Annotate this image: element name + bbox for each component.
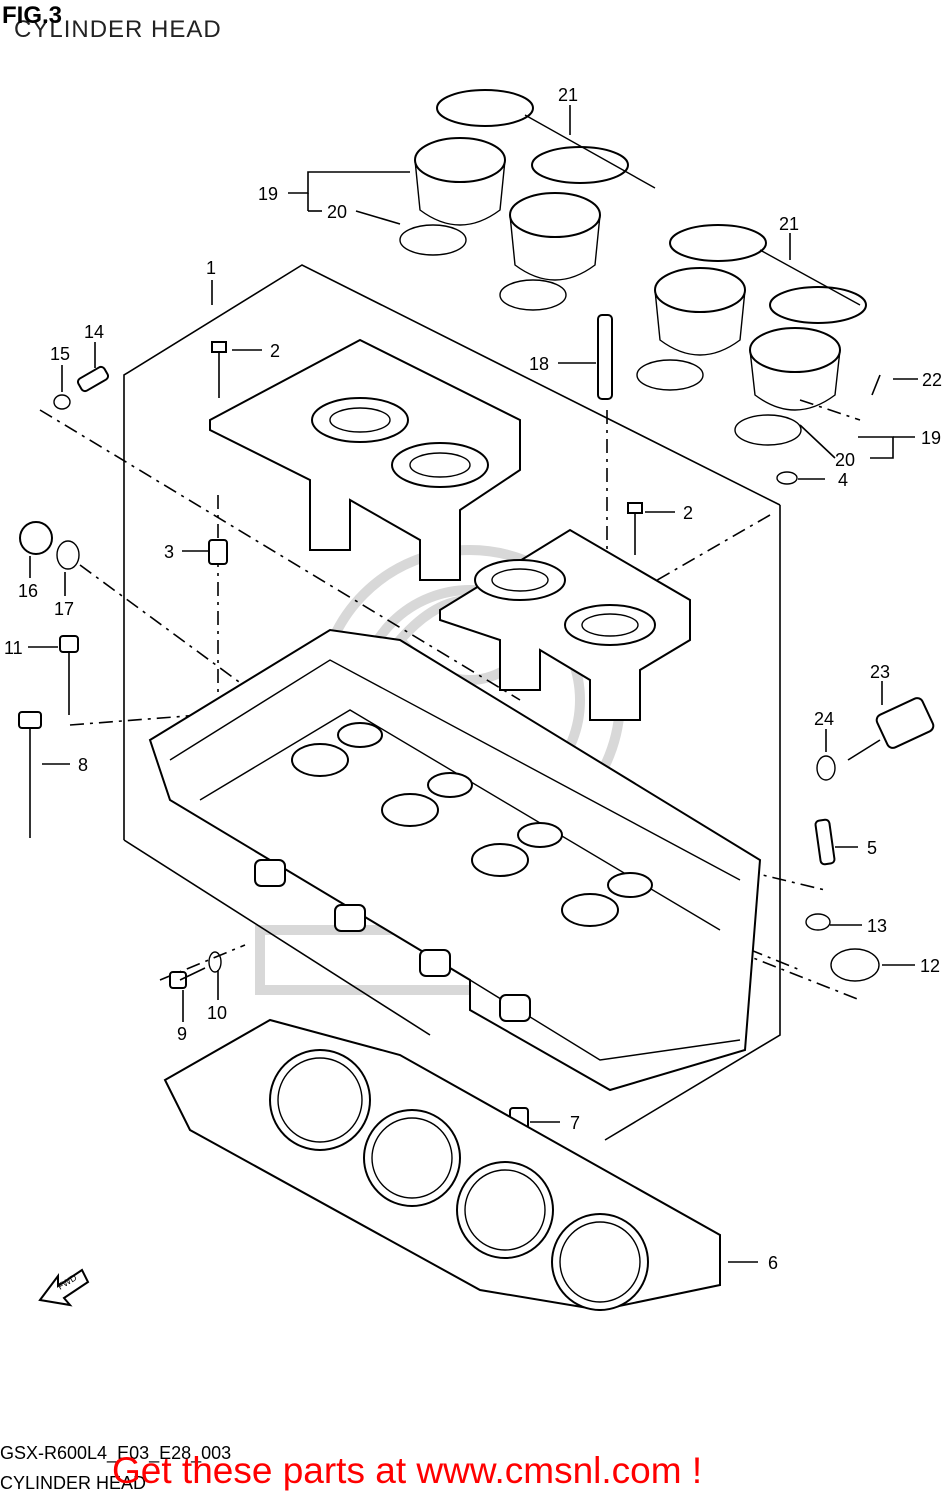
callout-8: 8 xyxy=(78,755,88,775)
exhaust-ports xyxy=(254,859,531,1022)
callout-7: 7 xyxy=(570,1113,580,1133)
callout-17: 17 xyxy=(54,599,74,619)
callout-24: 24 xyxy=(814,709,834,729)
callout-2b: 2 xyxy=(683,503,693,523)
diagram-code: GSX-R600L4_E03_E28_003 xyxy=(0,1443,232,1463)
callout-12: 12 xyxy=(920,956,940,976)
callout-6: 6 xyxy=(768,1253,778,1273)
callout-18: 18 xyxy=(529,354,549,374)
head-gasket xyxy=(163,1018,721,1312)
callout-19b: 19 xyxy=(921,428,941,448)
callout-1: 1 xyxy=(206,258,216,278)
callout-10: 10 xyxy=(207,1003,227,1023)
intake-holder-right xyxy=(439,528,691,721)
callout-13: 13 xyxy=(867,916,887,936)
small-parts xyxy=(18,314,935,1133)
callout-4: 4 xyxy=(838,470,848,490)
callout-23: 23 xyxy=(870,662,890,682)
callout-14: 14 xyxy=(84,322,104,342)
callout-leaders xyxy=(28,105,918,1263)
hose-clamps xyxy=(436,89,867,324)
assembly-outline xyxy=(123,264,781,1141)
intake-boots xyxy=(414,137,841,411)
callout-11: 11 xyxy=(4,638,23,658)
callout-2a: 2 xyxy=(270,341,280,361)
figure-number: FIG.3 xyxy=(2,2,63,29)
figure-title: CYLINDER HEAD xyxy=(14,16,222,43)
fwd-arrow-icon: FWD xyxy=(38,1268,90,1307)
callout-20b: 20 xyxy=(835,450,855,470)
diagram-name: CYLINDER HEAD xyxy=(0,1473,147,1493)
intake-holder-left xyxy=(209,338,521,581)
callout-9: 9 xyxy=(177,1024,187,1044)
callout-15: 15 xyxy=(50,344,70,364)
valve-bores xyxy=(291,722,653,927)
callout-labels: 1 2 2 3 4 5 6 7 8 9 10 11 12 13 14 15 16… xyxy=(4,85,942,1273)
callout-21a: 21 xyxy=(558,85,578,105)
callout-20a: 20 xyxy=(327,202,347,222)
shop-link[interactable]: Get these parts at www.cmsnl.com ! xyxy=(112,1450,703,1491)
callout-16: 16 xyxy=(18,581,38,601)
callout-21b: 21 xyxy=(779,214,799,234)
callout-3: 3 xyxy=(164,542,174,562)
callout-5: 5 xyxy=(867,838,877,858)
callout-19a: 19 xyxy=(258,184,278,204)
cylinder-head-body xyxy=(148,628,762,1092)
o-rings-20 xyxy=(399,224,802,446)
callout-22: 22 xyxy=(922,370,942,390)
